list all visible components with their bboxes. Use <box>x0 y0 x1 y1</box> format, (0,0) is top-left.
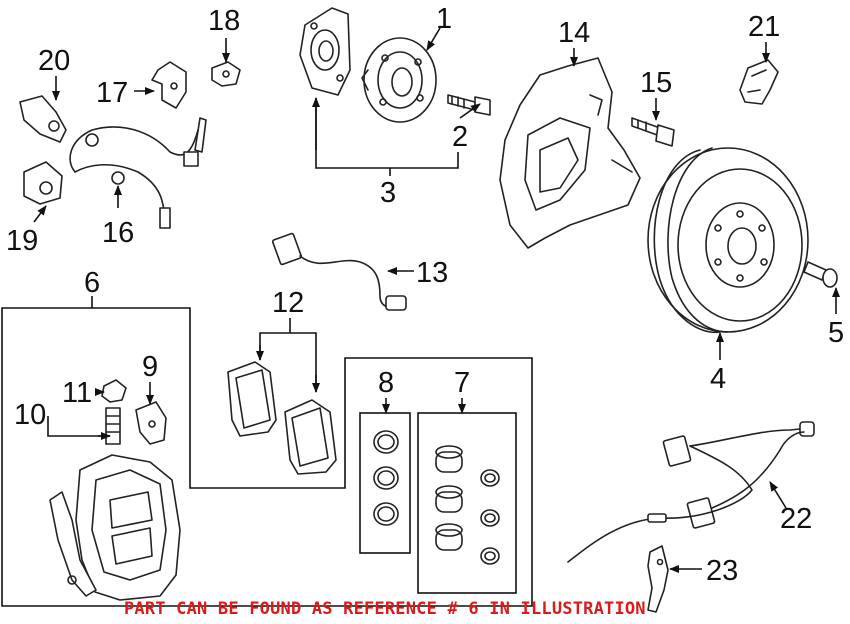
callout-21: 21 <box>748 11 780 43</box>
leader-1 <box>426 27 441 51</box>
callout-4: 4 <box>710 363 726 395</box>
callout-8: 8 <box>378 367 394 399</box>
caliper-seals-part <box>373 430 399 526</box>
brake-pads-part <box>227 361 337 475</box>
brake-hose-part <box>69 117 207 229</box>
wear-indicator-part <box>647 545 669 613</box>
callout-7: 7 <box>454 367 470 399</box>
pad-spring-9-part <box>135 401 167 445</box>
leader-2 <box>459 103 481 119</box>
group-bracket-10 <box>47 416 110 437</box>
hose-bracket-20-part <box>19 95 67 143</box>
sensor-bracket-part <box>739 59 779 105</box>
callout-2: 2 <box>452 121 468 153</box>
callout-20: 20 <box>38 45 70 77</box>
caliper-bolt-10-part <box>105 407 121 445</box>
callout-16: 16 <box>102 217 134 249</box>
caliper-kit-box-6 <box>1 307 533 607</box>
brake-rotor-part <box>647 147 809 334</box>
splash-shield-part <box>499 57 641 249</box>
callout-9: 9 <box>142 351 158 383</box>
hose-bracket-19-part <box>23 161 63 205</box>
callout-13: 13 <box>416 257 448 289</box>
hose-bracket-17-part <box>151 61 187 109</box>
callout-18: 18 <box>208 5 240 37</box>
callout-22: 22 <box>780 503 812 535</box>
leader-22 <box>769 481 787 509</box>
callout-17: 17 <box>96 77 128 109</box>
caliper-pistons-part <box>435 445 500 565</box>
callout-14: 14 <box>558 17 590 49</box>
callout-6: 6 <box>84 267 100 299</box>
retaining-clip-18-part <box>211 61 241 87</box>
sensor-harness-part <box>567 421 815 563</box>
callout-19: 19 <box>6 225 38 257</box>
shield-bolt-part <box>631 117 675 147</box>
callout-12: 12 <box>272 287 304 319</box>
seal-kit-box-8 <box>359 412 411 554</box>
callout-10: 10 <box>14 399 46 431</box>
wheel-hub-part <box>361 37 437 123</box>
callout-3: 3 <box>380 177 396 209</box>
rotor-screw-part <box>803 261 838 288</box>
caliper-cap-11-part <box>101 379 127 403</box>
callout-23: 23 <box>706 555 738 587</box>
wear-sensor-13-part <box>271 232 407 311</box>
reference-note: PART CAN BE FOUND AS REFERENCE # 6 IN IL… <box>124 599 646 619</box>
callout-15: 15 <box>640 67 672 99</box>
leader-19 <box>33 205 47 223</box>
brake-caliper-part <box>49 454 181 601</box>
callout-11: 11 <box>62 377 92 409</box>
hub-bearing-part <box>299 7 351 96</box>
callout-1: 1 <box>436 3 452 35</box>
piston-kit-box-7 <box>417 412 517 594</box>
callout-5: 5 <box>828 317 844 349</box>
